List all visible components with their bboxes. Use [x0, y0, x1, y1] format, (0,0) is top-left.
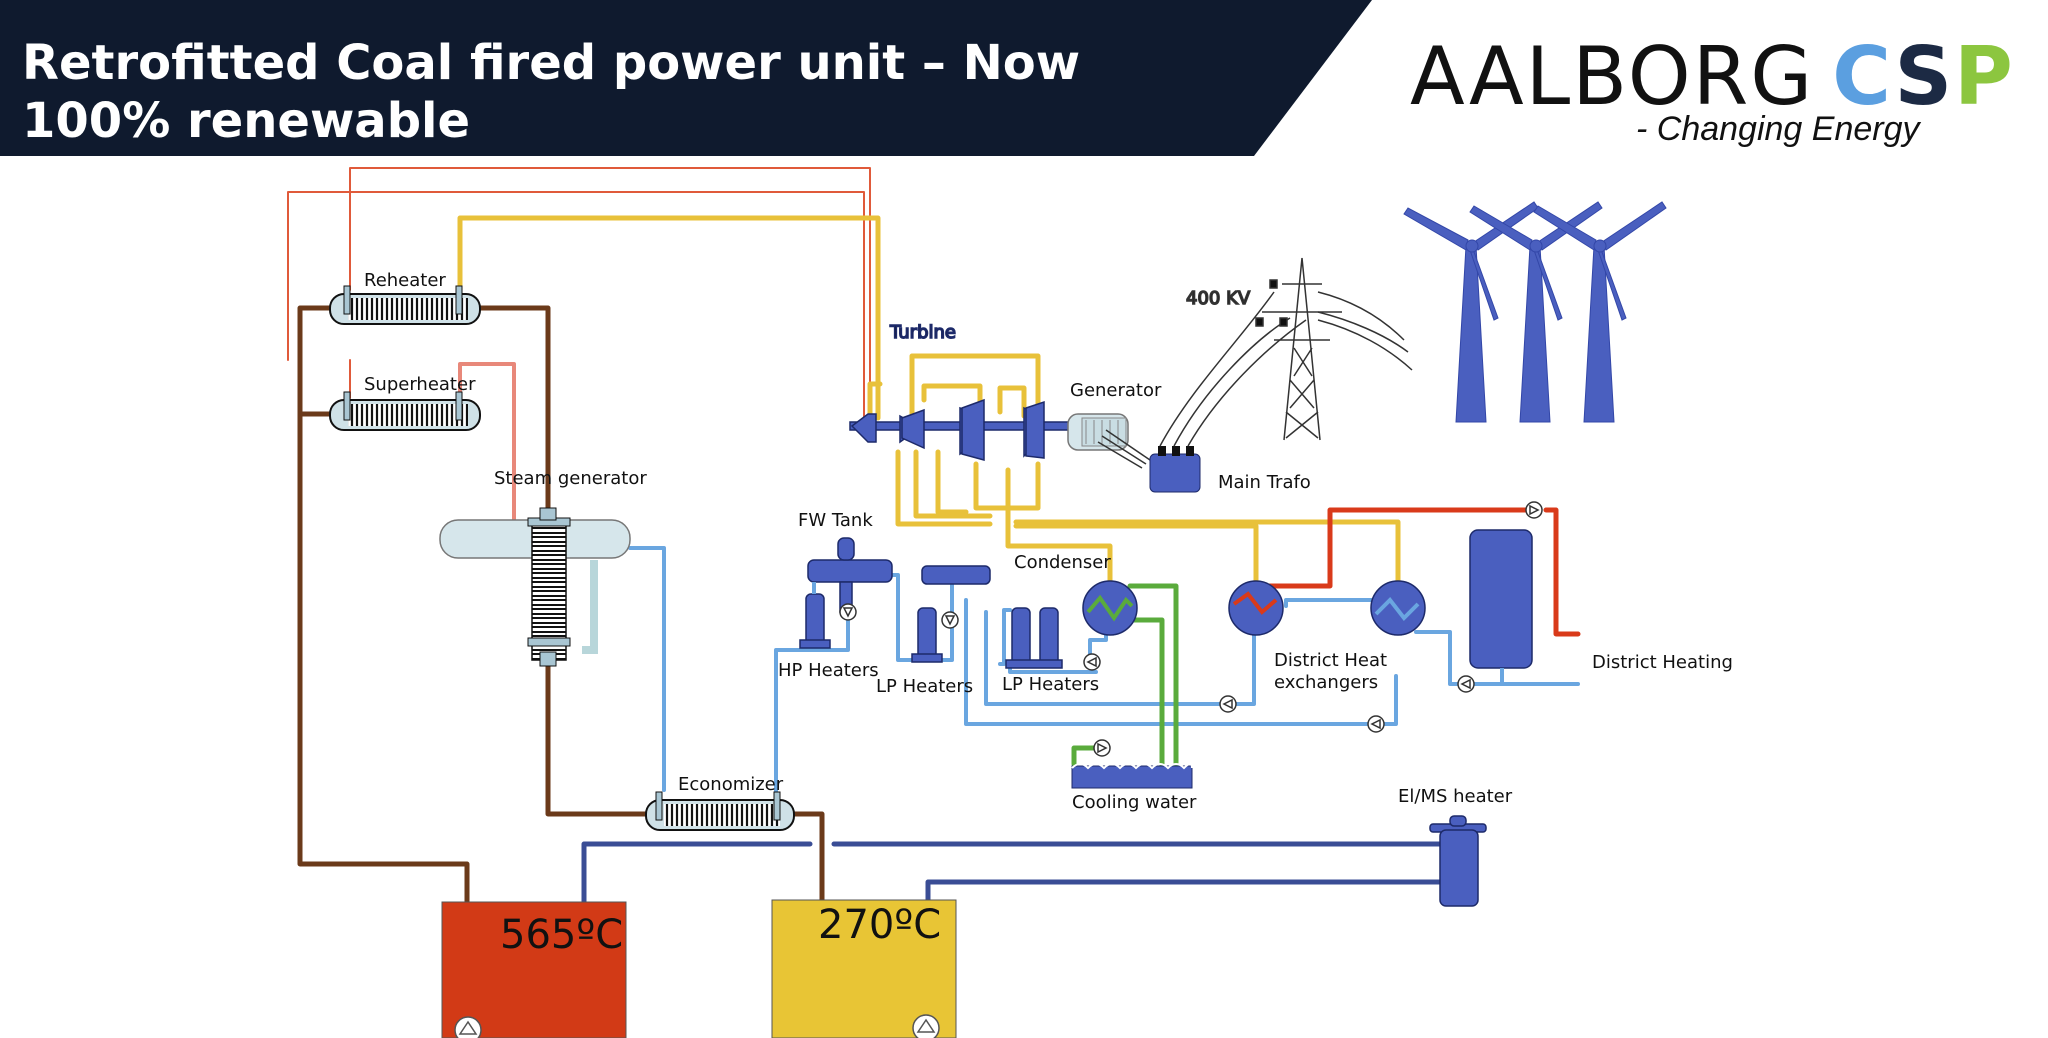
superheater: Superheater — [329, 374, 481, 431]
lp-heaters-1-label: LP Heaters — [876, 676, 973, 697]
pump-cooling — [1093, 739, 1111, 757]
wind-turbines — [1403, 201, 1667, 423]
logo-tagline: - Changing Energy — [1636, 110, 1920, 148]
transmission-cables — [1159, 291, 1413, 447]
steam-generator-label: Steam generator — [494, 468, 647, 489]
generator: Generator — [1067, 380, 1162, 451]
lp-heater-1: LP Heaters — [876, 565, 991, 697]
logo-brand-accent: CSP — [1832, 30, 2015, 123]
reheater-label: Reheater — [364, 270, 446, 291]
condenser: Condenser — [1014, 552, 1138, 636]
el-ms-heater: El/MS heater — [1398, 786, 1513, 907]
district-heat-exchanger-1 — [1228, 580, 1284, 636]
title-banner — [0, 0, 1372, 156]
district-heat-exchangers-label-2: exchangers — [1274, 672, 1378, 693]
generator-label: Generator — [1070, 380, 1162, 401]
district-heating-tank: District Heating — [1469, 529, 1733, 684]
district-heating-label: District Heating — [1592, 652, 1733, 673]
economizer: Economizer — [645, 774, 795, 831]
hot-tank-temperature: 565ºC — [500, 912, 623, 958]
condenser-label: Condenser — [1014, 552, 1111, 573]
banner-shape — [0, 0, 1372, 156]
pump-dh-1 — [1219, 695, 1237, 713]
hp-heaters-label: HP Heaters — [778, 660, 879, 681]
turbine: Turbine — [849, 321, 1101, 461]
steam-pipes — [457, 215, 1401, 599]
pump-hp — [839, 603, 857, 621]
district-heat-exchangers-label-1: District Heat — [1274, 650, 1387, 671]
steam-generator: Steam generator — [439, 468, 647, 667]
fw-tank-label: FW Tank — [798, 510, 873, 531]
main-trafo-label: Main Trafo — [1218, 472, 1311, 493]
cooling-water: Cooling water — [1071, 763, 1197, 813]
main-trafo: Main Trafo — [1149, 446, 1311, 493]
pumps — [839, 501, 1543, 757]
superheater-label: Superheater — [364, 374, 476, 395]
voltage-label: 400 KV — [1186, 288, 1251, 309]
district-heat-exchanger-2 — [1370, 580, 1426, 636]
pump-dh-2 — [1367, 715, 1385, 733]
power-pylon: 400 KV — [1185, 257, 1342, 441]
wind-turbine-1 — [1403, 201, 1539, 423]
cold-tank-temperature: 270ºC — [818, 902, 941, 948]
hot-salt-tank: 565ºC — [441, 901, 627, 1038]
logo-brand: AALBORG — [1410, 30, 1815, 123]
page-title: Retrofitted Coal fired power unit – Now … — [22, 35, 1081, 149]
cooling-water-label: Cooling water — [1072, 792, 1197, 813]
wind-turbine-3 — [1533, 201, 1667, 423]
wind-turbine-2 — [1469, 201, 1603, 423]
turbine-label: Turbine — [889, 322, 956, 343]
pump-dh-top — [1525, 501, 1543, 519]
pump-condenser — [1083, 653, 1101, 671]
pump-lp — [941, 611, 959, 629]
el-ms-lines — [581, 841, 1445, 905]
reheater: Reheater — [329, 270, 481, 325]
cold-salt-tank: 270ºC — [771, 899, 957, 1038]
red-heat-lines — [287, 167, 871, 532]
lp-heaters-2-label: LP Heaters — [1002, 674, 1099, 695]
pump-dh-tank — [1457, 675, 1475, 693]
generator-cables — [1097, 429, 1151, 469]
el-ms-heater-label: El/MS heater — [1398, 786, 1513, 807]
economizer-label: Economizer — [678, 774, 784, 795]
lp-heater-2: LP Heaters — [1002, 607, 1099, 695]
fw-tank: FW Tank — [798, 510, 893, 613]
hp-heater: HP Heaters — [778, 582, 879, 681]
